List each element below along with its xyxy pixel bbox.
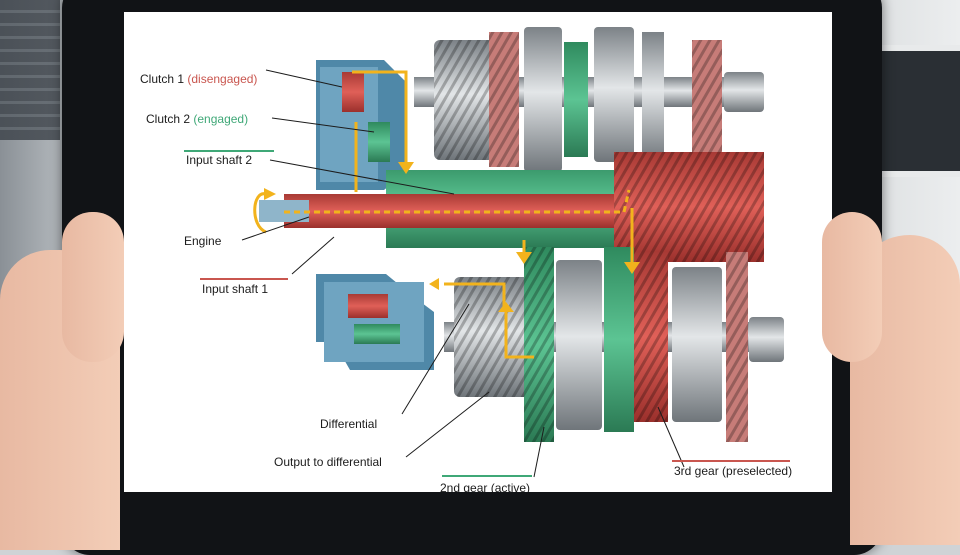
label-input-shaft-1: Input shaft 1 bbox=[202, 282, 269, 296]
upper-countershaft bbox=[414, 27, 764, 172]
left-thumb bbox=[62, 212, 124, 362]
lower-countershaft bbox=[444, 247, 784, 442]
label-output-to-differential: Output to differential bbox=[274, 455, 382, 469]
right-thumb bbox=[822, 212, 882, 362]
label-engine: Engine bbox=[184, 234, 222, 248]
label-clutch-1-name: Clutch 1 bbox=[140, 72, 185, 86]
label-gear-2: 2nd gear (active) bbox=[440, 481, 531, 492]
transmission-diagram bbox=[241, 27, 784, 478]
label-clutch-2-state: (engaged) bbox=[193, 112, 249, 126]
label-clutch-2: Clutch 2 (engaged) bbox=[146, 112, 248, 126]
label-clutch-1: Clutch 1 (disengaged) bbox=[140, 72, 257, 86]
input-shaft-2-underline bbox=[184, 150, 274, 152]
gear-2-underline bbox=[442, 475, 532, 477]
input-shaft-1 bbox=[259, 152, 764, 262]
power-flow-arrowheads bbox=[398, 162, 640, 312]
rotation-arrow-icon bbox=[253, 192, 267, 234]
input-shaft-1-underline bbox=[200, 278, 288, 280]
label-input-shaft-2: Input shaft 2 bbox=[186, 153, 253, 167]
leader-lines bbox=[241, 69, 685, 478]
background-keyboard bbox=[0, 0, 60, 140]
gear-3-underline bbox=[672, 460, 790, 462]
label-clutch-1-state: (disengaged) bbox=[187, 72, 258, 86]
label-gear-3: 3rd gear (preselected) bbox=[674, 464, 793, 478]
tablet-screen: Clutch 1 (disengaged) Clutch 2 (engaged)… bbox=[124, 12, 832, 492]
label-clutch-2-name: Clutch 2 bbox=[146, 112, 191, 126]
power-flow-arrow-icon bbox=[284, 70, 634, 359]
rotation-arrowhead bbox=[264, 188, 276, 200]
label-differential: Differential bbox=[320, 417, 378, 431]
clutch-1-plates bbox=[342, 72, 388, 318]
